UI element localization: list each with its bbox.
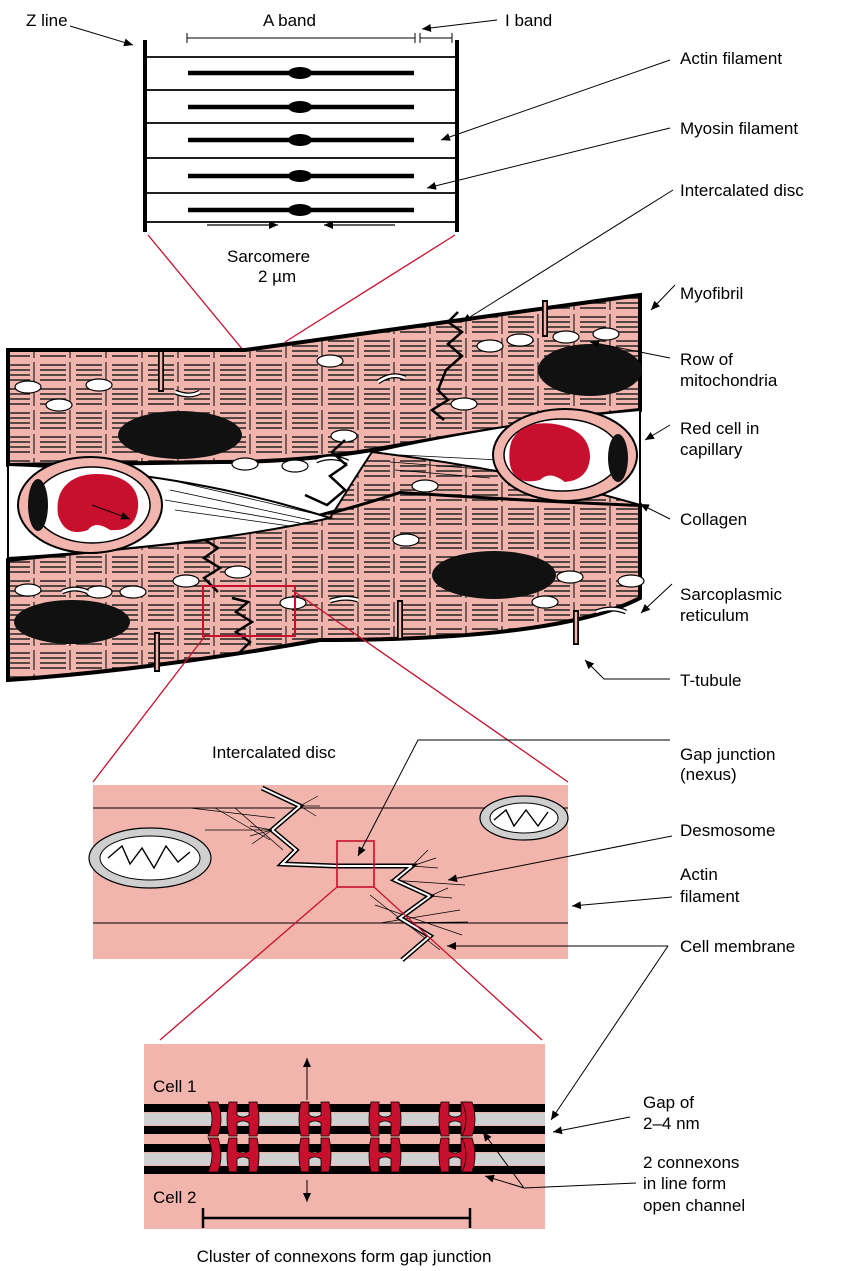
gap-junction-detail [144, 1044, 545, 1229]
cell2-label: Cell 2 [153, 1188, 196, 1207]
gap-junction-label-line1: Gap junction [680, 745, 775, 764]
connexons-label-line1: 2 connexons [643, 1153, 739, 1172]
actin-filament-label: Actin filament [680, 49, 782, 68]
collagen-label: Collagen [680, 510, 747, 529]
cell1-label: Cell 1 [153, 1077, 196, 1096]
red-cell-label-line1: Red cell in [680, 419, 759, 438]
red-cell-label-line2: capillary [680, 440, 743, 459]
disc-actin-label-line2: filament [680, 887, 740, 906]
cell-membrane-label: Cell membrane [680, 937, 795, 956]
gap-junction-caption: Cluster of connexons form gap junction [197, 1247, 492, 1266]
sarcomere-label: Sarcomere [227, 247, 310, 266]
disc-intercalated-label: Intercalated disc [212, 743, 336, 762]
myosin-filament-label: Myosin filament [680, 119, 798, 138]
connexons-label-line3: open channel [643, 1196, 745, 1215]
sarcoplasmic-label-line1: Sarcoplasmic [680, 585, 783, 604]
a-band-label: A band [263, 11, 316, 30]
i-band-label: I band [505, 11, 552, 30]
gap-junction-label-line2: (nexus) [680, 765, 737, 784]
desmosome-label: Desmosome [680, 821, 775, 840]
disc-actin-label-line1: Actin [680, 865, 718, 884]
gap-size-label-line2: 2–4 nm [643, 1114, 700, 1133]
mitochondria-label-line2: mitochondria [680, 371, 778, 390]
sarcoplasmic-label-line2: reticulum [680, 606, 749, 625]
t-tubule-label: T-tubule [680, 671, 741, 690]
myofibril-label: Myofibril [680, 284, 743, 303]
connexons-label-line2: in line form [643, 1174, 726, 1193]
sarcomere-length-label: 2 µm [258, 267, 296, 286]
sarcomere-diagram [145, 33, 457, 232]
intercalated-disc-detail [89, 785, 568, 960]
z-line-label: Z line [26, 11, 68, 30]
gap-size-label-line1: Gap of [643, 1093, 694, 1112]
mitochondria-label-line1: Row of [680, 350, 733, 369]
cardiac-tissue [8, 295, 644, 680]
intercalated-disc-label: Intercalated disc [680, 181, 804, 200]
